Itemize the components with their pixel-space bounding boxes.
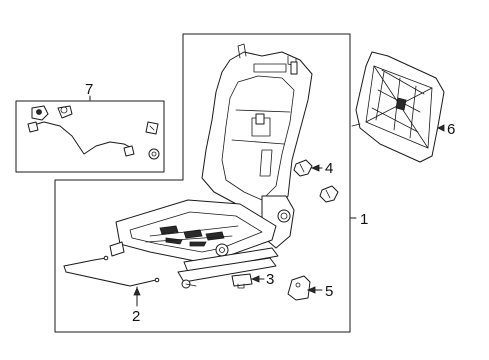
arrow-6 — [437, 124, 445, 132]
seat-assembly-outline — [54, 33, 351, 333]
arrow-5 — [306, 286, 316, 294]
harness-kit-parts — [27, 105, 160, 160]
arrow-2 — [133, 286, 141, 296]
callout-6: 6 — [447, 121, 455, 138]
callout-2: 2 — [132, 308, 140, 325]
callout-3: 3 — [266, 271, 274, 288]
seat-frame — [109, 43, 313, 289]
arrow-3 — [250, 275, 260, 283]
clip-part-4-lower — [319, 185, 339, 203]
callout-1: 1 — [360, 211, 368, 228]
cover-part-5 — [287, 275, 311, 301]
callout-5: 5 — [325, 283, 333, 300]
wire-rod-part-2 — [63, 255, 160, 287]
cover-part-3 — [231, 273, 253, 289]
callout-7: 7 — [85, 81, 93, 98]
seat-back-panel — [351, 51, 445, 163]
clip-part-4-upper — [293, 159, 313, 177]
harness-kit-box — [15, 100, 165, 173]
arrow-4 — [310, 164, 320, 172]
callout-4: 4 — [325, 160, 333, 177]
